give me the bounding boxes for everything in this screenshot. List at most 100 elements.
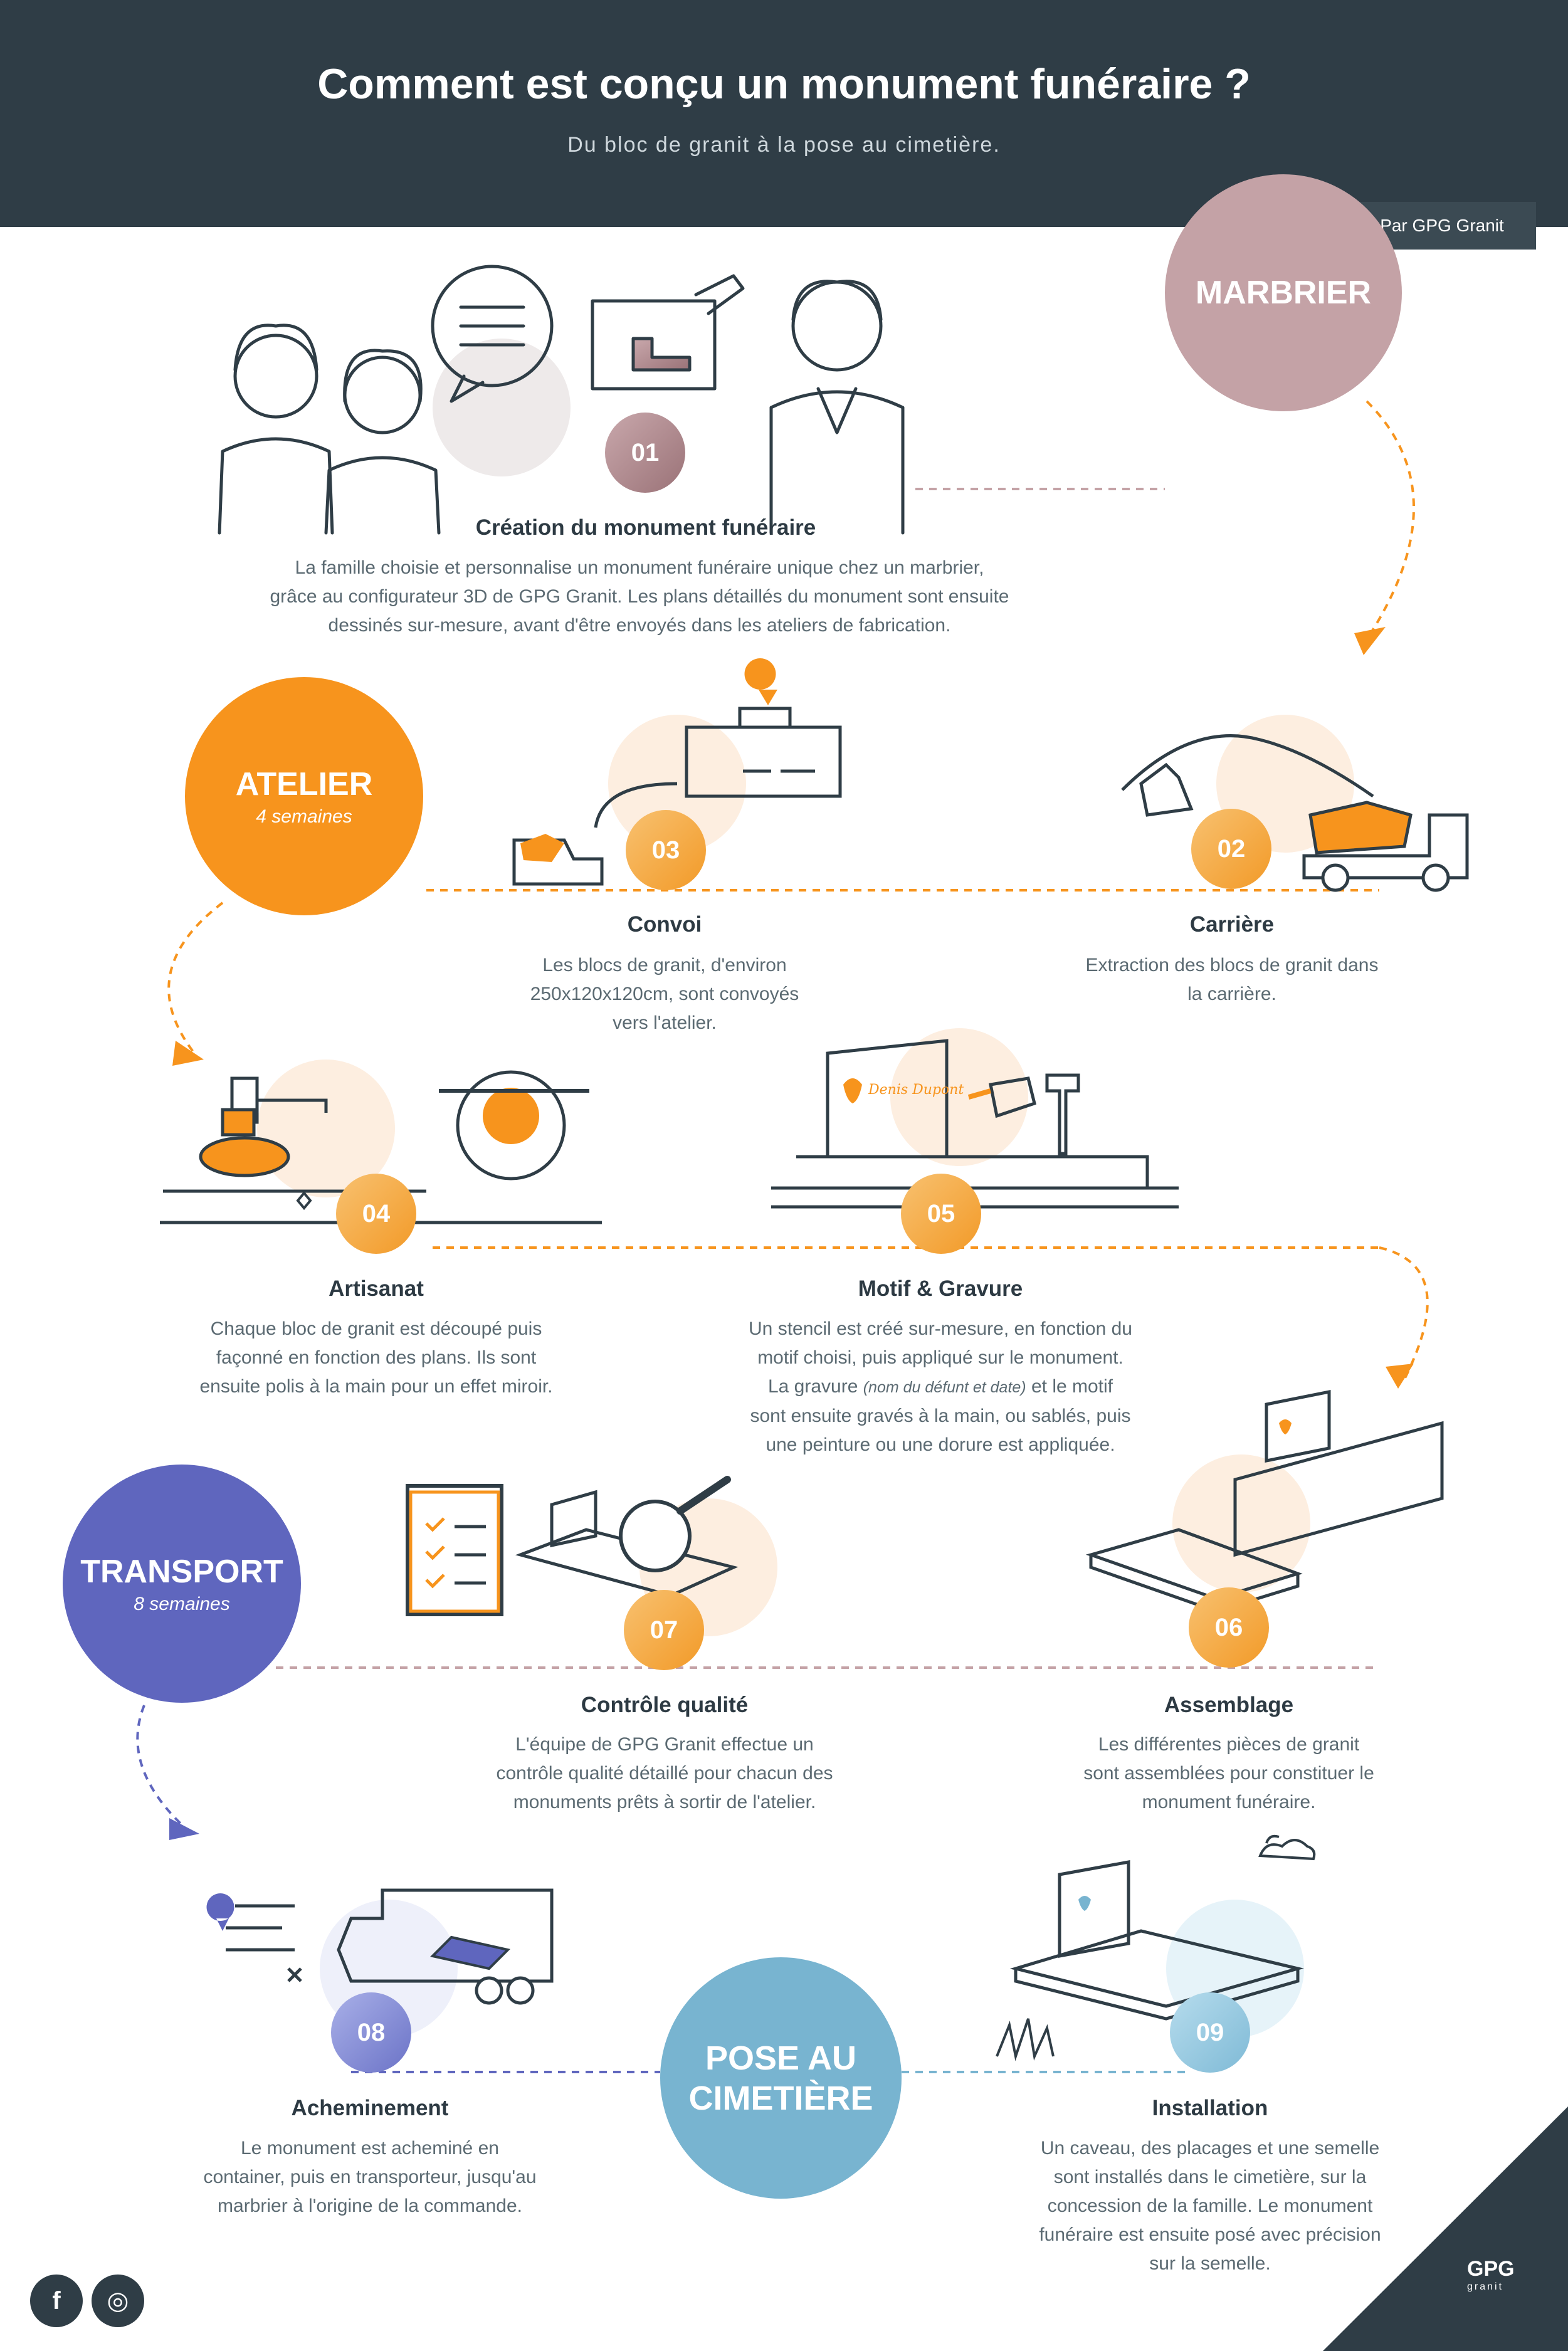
- instagram-icon[interactable]: ◎: [92, 2275, 144, 2327]
- step-badge-04: 04: [336, 1174, 416, 1254]
- phase-name: MARBRIER: [1195, 275, 1372, 311]
- connector-marbrier-02: [1365, 400, 1415, 641]
- step-desc-line: monuments prêts à sortir de l'atelier.: [513, 1792, 816, 1812]
- connector-transport-08: [136, 1705, 189, 1832]
- phase-name-line1: POSE AU: [705, 2039, 857, 2077]
- step-desc-02: Extraction des blocs de granit dans la c…: [1034, 951, 1429, 1009]
- phase-marbrier: MARBRIER: [1165, 174, 1402, 411]
- step-desc-line: sont installés dans le cimetière, sur la: [1053, 2167, 1367, 2187]
- step-desc-line: marbrier à l'origine de la commande.: [218, 2196, 522, 2216]
- step-desc-fragment: et le motif: [1031, 1376, 1113, 1397]
- headstone-inscription: Denis Dupont: [868, 1082, 964, 1098]
- step-title-09: Installation: [1152, 2096, 1268, 2120]
- step-title-05: Motif & Gravure: [858, 1276, 1023, 1301]
- step-badge-06: 06: [1189, 1587, 1269, 1668]
- step-desc-04: Chaque bloc de granit est découpé puis f…: [157, 1315, 596, 1401]
- step-title-01: Création du monument funéraire: [475, 515, 816, 540]
- step-desc-06: Les différentes pièces de granit sont as…: [1028, 1730, 1429, 1817]
- step-desc-line: Extraction des blocs de granit dans: [1085, 955, 1379, 976]
- step-desc-line: sont ensuite gravés à la main, ou sablés…: [750, 1406, 1131, 1426]
- phase-transport: TRANSPORT 8 semaines: [63, 1465, 301, 1703]
- assembled-monument-icon: [1085, 1389, 1444, 1613]
- step-desc-05: Un stencil est créé sur-mesure, en fonct…: [690, 1315, 1191, 1460]
- convoy-icon: [512, 658, 842, 886]
- quality-check-icon: [406, 1476, 739, 1616]
- step-desc-line: façonné en fonction des plans. Ils sont: [216, 1347, 537, 1368]
- step-desc-line: La famille choisie et personnalise un mo…: [295, 557, 984, 578]
- speech-bubble-icon: [431, 265, 554, 403]
- step-desc-07: L'équipe de GPG Granit effectue un contr…: [445, 1730, 884, 1817]
- step-desc-line: Chaque bloc de granit est découpé puis: [210, 1318, 542, 1339]
- step-badge-02: 02: [1191, 809, 1271, 889]
- bg-blob-04: [257, 1060, 395, 1197]
- corner-triangle: [1323, 2106, 1568, 2351]
- step-desc-line: ensuite polis à la main pour un effet mi…: [199, 1376, 553, 1397]
- step-desc-line: une peinture ou une dorure est appliquée…: [766, 1434, 1115, 1455]
- facebook-icon[interactable]: f: [30, 2275, 83, 2327]
- step-desc-line: dessinés sur-mesure, avant d'être envoyé…: [328, 615, 951, 636]
- step-desc-note: (nom du défunt et date): [863, 1379, 1026, 1396]
- step-title-08: Acheminement: [291, 2096, 449, 2120]
- step-badge-07: 07: [624, 1590, 704, 1670]
- phase-atelier: ATELIER 4 semaines: [185, 677, 423, 915]
- arrow-head-icon: [1354, 627, 1386, 655]
- headstone-engraving-icon: Denis Dupont: [771, 1039, 1179, 1209]
- step-desc-03: Les blocs de granit, d'environ 250x120x1…: [489, 951, 840, 1038]
- step-title-03: Convoi: [627, 912, 702, 937]
- step-desc-line: Un caveau, des placages et une semelle: [1040, 2138, 1380, 2159]
- step-desc-line: Les blocs de granit, d'environ: [542, 955, 787, 976]
- connector-atelier-04: [167, 902, 224, 1055]
- phase-name-line2: CIMETIÈRE: [688, 2079, 873, 2117]
- bg-blob-06: [1172, 1454, 1310, 1592]
- bg-blob-05: [890, 1028, 1028, 1166]
- step-desc-line: Le monument est acheminé en: [241, 2138, 499, 2159]
- step-desc-08: Le monument est acheminé en container, p…: [150, 2134, 589, 2221]
- page-title: Comment est conçu un monument funéraire …: [317, 60, 1251, 108]
- step-title-04: Artisanat: [329, 1276, 424, 1301]
- step-badge-01: 01: [605, 413, 685, 493]
- phase-pose: POSE AU CIMETIÈRE: [660, 1957, 902, 2199]
- step-desc-line: 250x120x120cm, sont convoyés: [530, 984, 799, 1004]
- phase-duration: 8 semaines: [134, 1594, 230, 1614]
- page-subtitle: Du bloc de granit à la pose au cimetière…: [567, 133, 1001, 157]
- step-desc-line: sont assemblées pour constituer le: [1083, 1763, 1374, 1784]
- arrow-head-icon: [1386, 1364, 1414, 1389]
- step-desc-line: funéraire est ensuite posé avec précisio…: [1039, 2224, 1381, 2245]
- step-desc-line: La gravure (nom du défunt et date) et le…: [690, 1372, 1191, 1402]
- marbrier-man-icon: [769, 280, 905, 535]
- step-title-06: Assemblage: [1164, 1693, 1294, 1717]
- step-badge-09: 09: [1170, 1992, 1250, 2073]
- header-bar: Comment est conçu un monument funéraire …: [0, 0, 1568, 227]
- quarry-icon: [1121, 734, 1469, 892]
- brand-name: GPG: [1467, 2257, 1515, 2281]
- step-desc-line: vers l'atelier.: [613, 1012, 717, 1033]
- step-desc-line: Les différentes pièces de granit: [1098, 1734, 1360, 1755]
- arrow-head-icon: [172, 1041, 204, 1066]
- saw-blade-icon: [439, 1070, 589, 1181]
- gpg-granit-logo: GPG granit: [1467, 2257, 1515, 2293]
- step-desc-line: motif choisi, puis appliqué sur le monum…: [757, 1347, 1123, 1368]
- brand-sub: granit: [1467, 2281, 1504, 2292]
- step-desc-line: la carrière.: [1187, 984, 1276, 1004]
- step-desc-line: concession de la famille. Le monument: [1047, 2196, 1373, 2216]
- step-desc-line: container, puis en transporteur, jusqu'a…: [203, 2167, 537, 2187]
- step-badge-08: 08: [331, 1992, 411, 2073]
- step-desc-fragment: La gravure: [767, 1376, 858, 1397]
- phase-name: TRANSPORT: [80, 1554, 283, 1590]
- phase-name: ATELIER: [235, 766, 373, 802]
- step-desc-line: monument funéraire.: [1142, 1792, 1316, 1812]
- step-badge-03: 03: [626, 810, 706, 890]
- step-desc-line: grâce au configurateur 3D de GPG Granit.…: [270, 586, 1009, 607]
- family-icon: [218, 323, 441, 535]
- step-desc-line: L'équipe de GPG Granit effectue un: [515, 1734, 814, 1755]
- step-badge-05: 05: [901, 1174, 981, 1254]
- plan-drawing-icon: [591, 274, 745, 391]
- step-desc-line: Un stencil est créé sur-mesure, en fonct…: [749, 1318, 1132, 1339]
- step-desc-line: contrôle qualité détaillé pour chacun de…: [496, 1763, 833, 1784]
- installed-monument-icon: [996, 1834, 1316, 2061]
- step-desc-line: sur la semelle.: [1149, 2253, 1271, 2274]
- phase-duration: 4 semaines: [256, 806, 352, 827]
- arrow-head-icon: [169, 1818, 199, 1840]
- step-desc-09: Un caveau, des placages et une semelle s…: [991, 2134, 1429, 2278]
- step-title-07: Contrôle qualité: [581, 1693, 749, 1717]
